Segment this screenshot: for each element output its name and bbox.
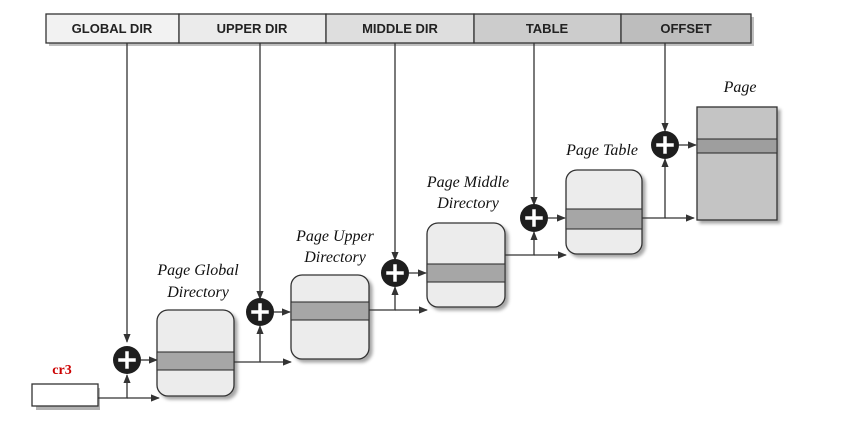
page-upper-directory [290, 274, 370, 360]
pmd-label-line1: Page Middle [426, 174, 509, 191]
plus-icon [651, 131, 679, 159]
linear-address-bar: GLOBAL DIR UPPER DIR MIDDLE DIR TABLE OF… [45, 13, 754, 46]
field-upper-dir [178, 13, 327, 44]
field-upper-dir-label: UPPER DIR [217, 21, 288, 36]
field-global-dir [45, 13, 180, 44]
cr3-register: cr3 [31, 363, 100, 410]
page-box [696, 106, 778, 221]
plus-icon [113, 346, 141, 374]
connector-pt-out [642, 158, 669, 219]
pmd-label-line2: Directory [436, 195, 500, 212]
cr3-box [31, 383, 99, 407]
field-table [473, 13, 622, 44]
pud-entry [290, 301, 370, 321]
page-global-directory [156, 309, 235, 397]
pud-label-line2: Directory [303, 249, 367, 266]
connector-pgd-out [234, 325, 264, 363]
cr3-label: cr3 [52, 363, 71, 378]
plus-icon [246, 298, 274, 326]
page-label: Page [723, 79, 757, 96]
page-frame [696, 106, 778, 221]
page-middle-directory [426, 222, 506, 308]
pud-label-line1: Page Upper [295, 228, 375, 245]
connector-pud-out [369, 286, 399, 311]
field-offset-label: OFFSET [660, 21, 711, 36]
index-arrows [123, 43, 669, 343]
field-middle-dir-label: MIDDLE DIR [362, 21, 438, 36]
field-middle-dir [325, 13, 475, 44]
pt-entry [565, 208, 643, 230]
pgd-label-line2: Directory [166, 284, 230, 301]
connector-pmd-out [505, 231, 538, 256]
pt-label: Page Table [565, 142, 638, 159]
plus-icon [381, 259, 409, 287]
field-table-label: TABLE [526, 21, 569, 36]
field-global-dir-label: GLOBAL DIR [72, 21, 153, 36]
pgd-entry [156, 351, 235, 371]
page-table [565, 169, 643, 255]
plus-icon [520, 204, 548, 232]
pgd-label-line1: Page Global [156, 262, 239, 279]
page-entry [696, 138, 778, 154]
connector-cr3 [98, 374, 131, 399]
pmd-entry [426, 263, 506, 283]
field-offset [620, 13, 752, 44]
